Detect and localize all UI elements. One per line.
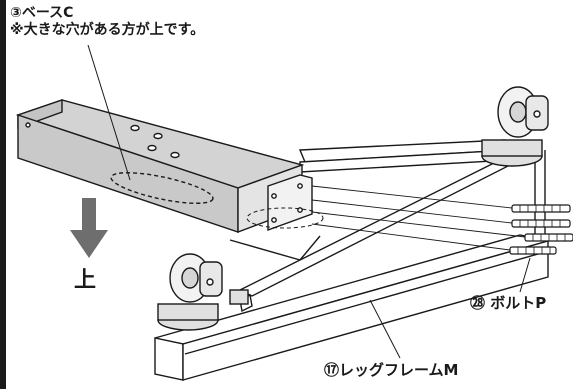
down-arrow-icon <box>70 198 108 258</box>
bolt-threads <box>517 205 566 254</box>
caster-wheel-icon <box>157 253 249 331</box>
base-leader-line <box>87 44 131 181</box>
base-c-label: ③ベースC <box>10 5 74 21</box>
leg-leader-line <box>369 299 401 359</box>
bolt-leader-line <box>519 257 531 293</box>
bolt-icon <box>509 204 573 255</box>
bolt-guide-lines <box>311 185 526 251</box>
leg-frame-m <box>154 234 549 381</box>
left-border <box>0 0 6 389</box>
bolt-p-label: ㉘ ボルトP <box>470 294 547 312</box>
base-c <box>15 99 324 234</box>
orientation-note: ※大きな穴がある方が上です。 <box>10 22 205 38</box>
leg-frame-label: ⑰レッグフレームM <box>324 361 459 379</box>
up-label: 上 <box>74 268 97 293</box>
caster-wheel-icon <box>481 86 549 167</box>
